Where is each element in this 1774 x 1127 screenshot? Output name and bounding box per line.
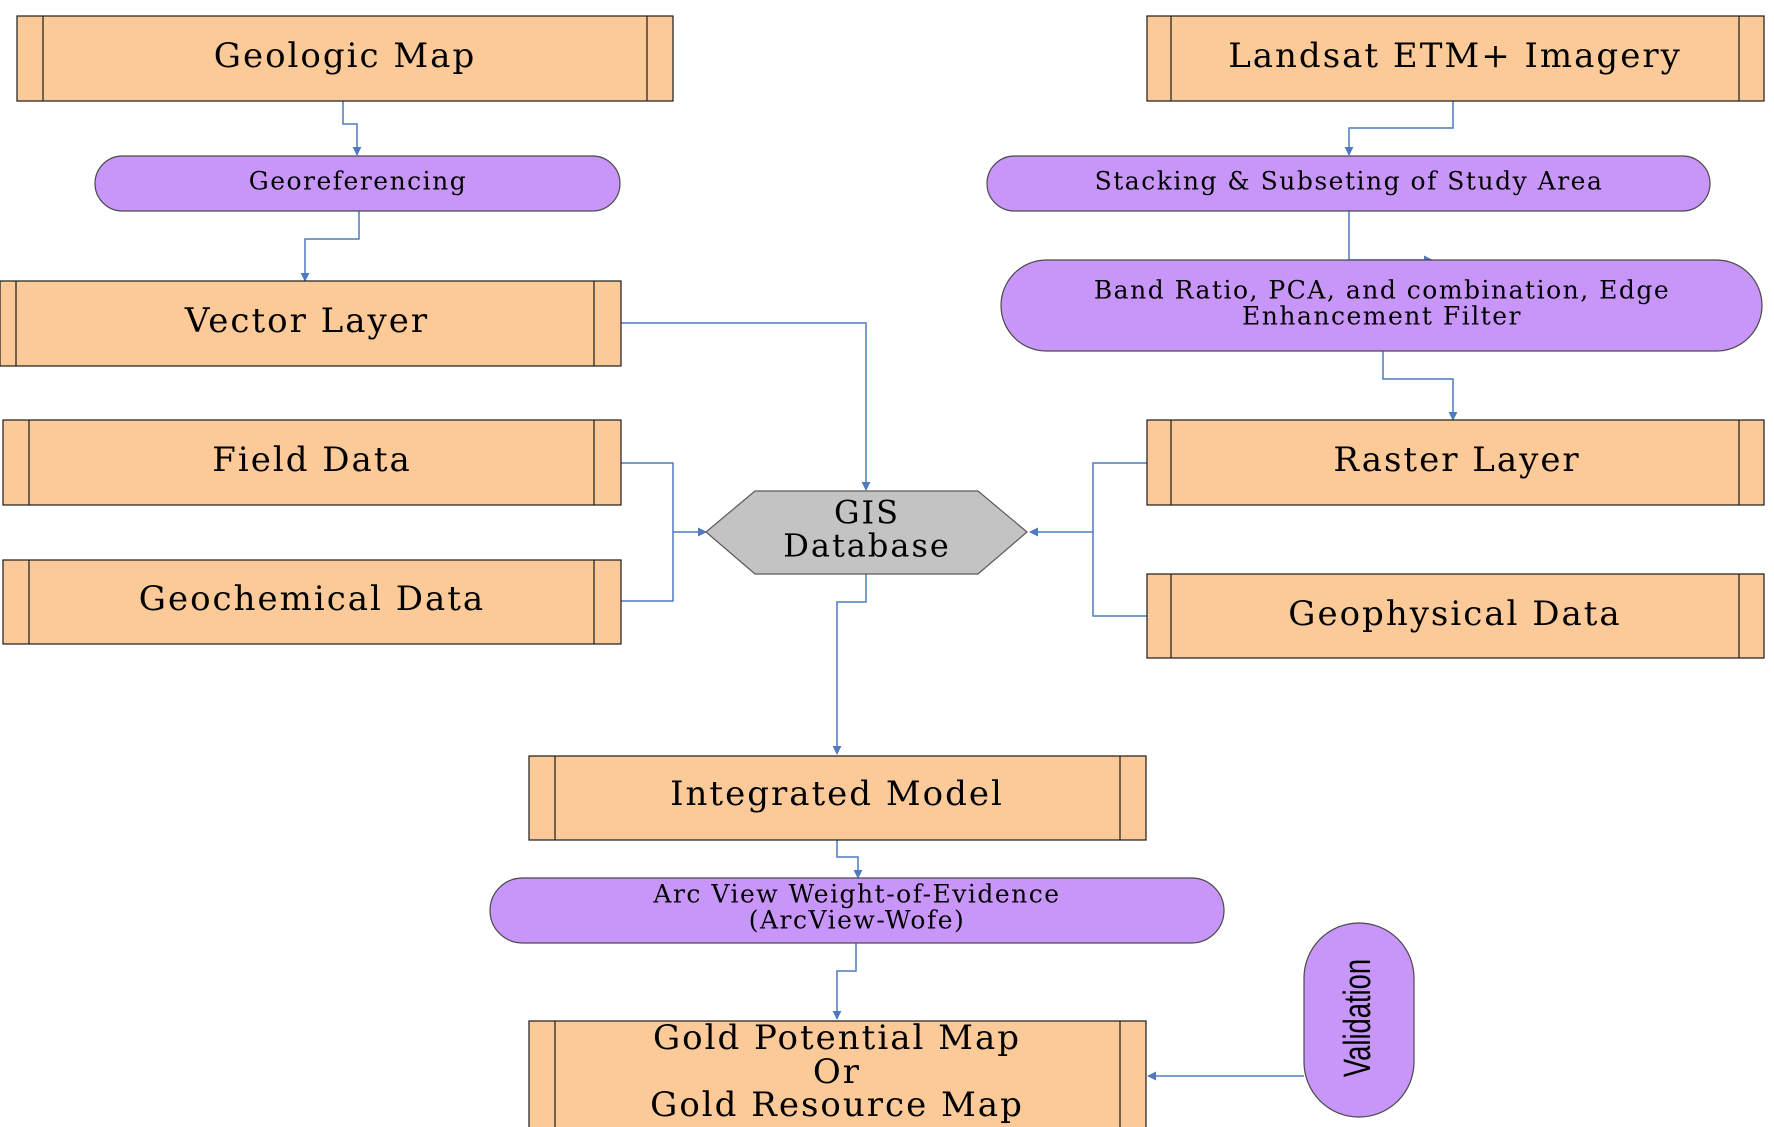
connector-integrated-to-arcview bbox=[836, 840, 863, 879]
geochemical-data-box: Geochemical Data bbox=[2, 559, 622, 645]
vector-layer-label: Vector Layer bbox=[184, 301, 429, 341]
band-ratio-label-line2: Enhancement Filter bbox=[1242, 302, 1522, 331]
gold-map-label-line2: Or bbox=[813, 1052, 861, 1092]
arcview-wofe-process: Arc View Weight-of-Evidence (ArcView-Wof… bbox=[489, 877, 1225, 944]
connector-geologic-to-georef bbox=[342, 101, 362, 156]
connector-raster-geophysical-bus bbox=[1092, 462, 1147, 617]
integrated-model-label: Integrated Model bbox=[670, 774, 1004, 814]
raster-layer-label: Raster Layer bbox=[1333, 440, 1580, 480]
integrated-model-box: Integrated Model bbox=[528, 755, 1147, 841]
geophysical-data-label: Geophysical Data bbox=[1288, 594, 1621, 634]
gis-database-label-line2: Database bbox=[783, 527, 951, 565]
connector-arcview-to-gold-map bbox=[832, 943, 857, 1020]
connector-vector-to-gis bbox=[621, 322, 871, 491]
geochemical-data-label: Geochemical Data bbox=[139, 579, 485, 619]
raster-layer-box: Raster Layer bbox=[1146, 419, 1765, 506]
validation-label: Validation bbox=[1337, 959, 1379, 1077]
gis-database-label-line1: GIS bbox=[834, 494, 900, 532]
connector-field-data-to-bus bbox=[621, 462, 674, 602]
stacking-subseting-label: Stacking & Subseting of Study Area bbox=[1095, 167, 1604, 196]
field-data-box: Field Data bbox=[2, 419, 622, 506]
landsat-imagery-label: Landsat ETM+ Imagery bbox=[1228, 36, 1682, 76]
arcview-label-line1: Arc View Weight-of-Evidence bbox=[652, 880, 1060, 909]
validation-process: Validation bbox=[1303, 922, 1415, 1118]
connector-bandratio-to-raster bbox=[1382, 351, 1458, 421]
georeferencing-process: Georeferencing bbox=[94, 155, 621, 212]
arcview-label-line2: (ArcView-Wofe) bbox=[749, 906, 966, 935]
band-ratio-label-line1: Band Ratio, PCA, and combination, Edge bbox=[1094, 276, 1670, 305]
connector-georef-to-vector bbox=[300, 211, 360, 282]
geologic-map-label: Geologic Map bbox=[214, 36, 476, 76]
geophysical-data-box: Geophysical Data bbox=[1146, 573, 1765, 659]
gold-map-label-line3: Gold Resource Map bbox=[650, 1085, 1024, 1125]
connector-gis-to-integrated bbox=[832, 574, 867, 755]
field-data-label: Field Data bbox=[212, 440, 412, 480]
connector-landsat-to-stacking bbox=[1344, 101, 1454, 156]
band-ratio-pca-process: Band Ratio, PCA, and combination, Edge E… bbox=[1000, 259, 1763, 352]
landsat-imagery-box: Landsat ETM+ Imagery bbox=[1146, 15, 1765, 102]
stacking-subseting-process: Stacking & Subseting of Study Area bbox=[986, 155, 1711, 212]
geologic-map-box: Geologic Map bbox=[16, 15, 674, 102]
georeferencing-label: Georeferencing bbox=[249, 167, 468, 196]
gold-map-label-line1: Gold Potential Map bbox=[653, 1018, 1021, 1058]
vector-layer-box: Vector Layer bbox=[0, 280, 622, 367]
connector-stacking-to-bandratio bbox=[1348, 211, 1433, 265]
gold-potential-map-box: Gold Potential Map Or Gold Resource Map bbox=[528, 1018, 1147, 1127]
gis-database-node: GIS Database bbox=[705, 490, 1028, 575]
